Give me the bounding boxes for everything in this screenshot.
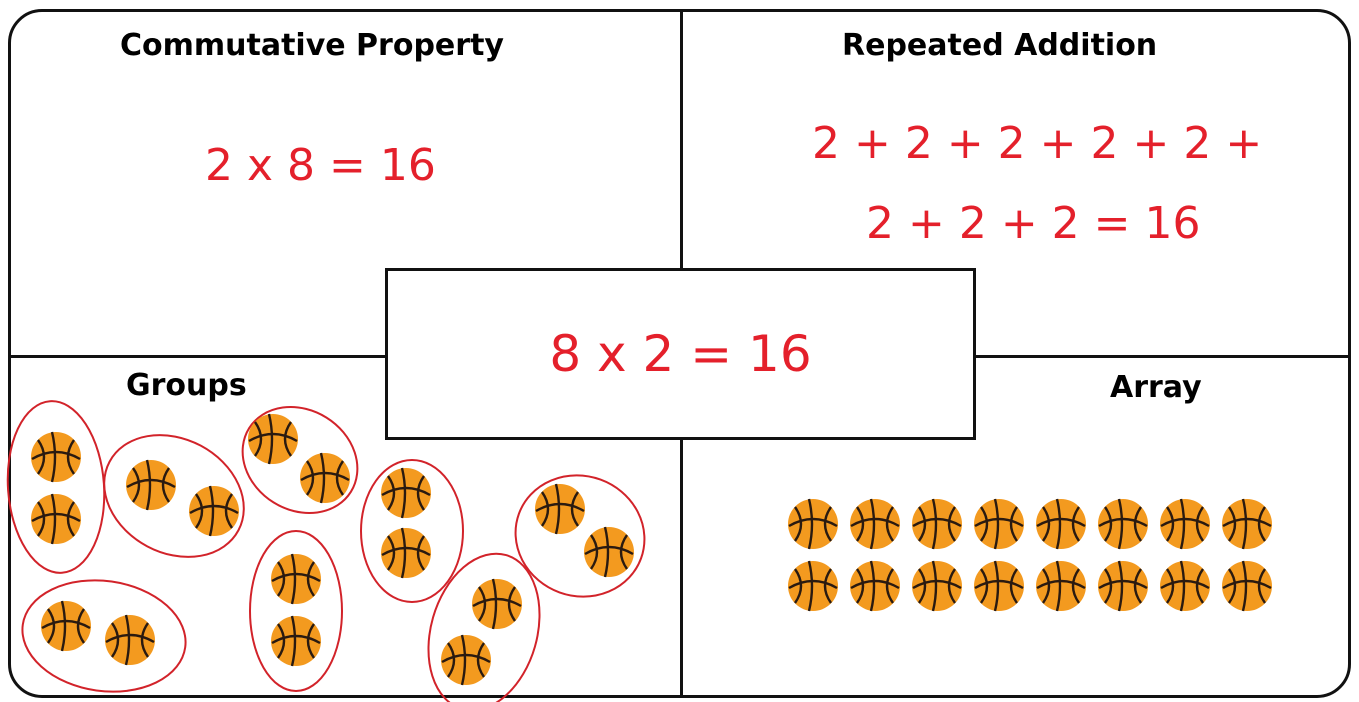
basketball-icon — [39, 599, 93, 653]
basketball-icon — [29, 430, 83, 484]
basketball-icon — [848, 559, 902, 613]
basketball-icon — [187, 484, 241, 538]
basketball-icon — [470, 577, 524, 631]
group-outline — [241, 406, 359, 514]
groups-title: Groups — [126, 368, 247, 403]
basketball-icon — [1096, 497, 1150, 551]
basketball-icon — [910, 559, 964, 613]
basketball-icon — [246, 412, 300, 466]
basketball-icon — [786, 497, 840, 551]
group-outline — [6, 400, 106, 574]
basketball-icon — [1034, 559, 1088, 613]
basketball-icon — [1220, 559, 1274, 613]
basketball-icon — [1034, 497, 1088, 551]
basketball-icon — [1220, 497, 1274, 551]
group-outline — [103, 434, 245, 558]
group-outline — [514, 474, 646, 598]
basketball-icon — [582, 525, 636, 579]
commutative-equation: 2 x 8 = 16 — [205, 140, 436, 191]
basketball-icon — [269, 552, 323, 606]
basketball-icon — [533, 482, 587, 536]
basketball-icon — [1158, 559, 1212, 613]
repeated-addition-title: Repeated Addition — [842, 28, 1158, 63]
basketball-icon — [972, 559, 1026, 613]
basketball-icon — [786, 559, 840, 613]
basketball-icon — [910, 497, 964, 551]
group-outline — [21, 579, 187, 693]
basketball-icon — [1096, 559, 1150, 613]
center-equation-box: 8 x 2 = 16 — [385, 268, 976, 440]
commutative-property-title: Commutative Property — [120, 28, 504, 63]
basketball-icon — [269, 614, 323, 668]
repeated-addition-line-2: 2 + 2 + 2 = 16 — [866, 198, 1201, 249]
group-outline — [249, 530, 343, 692]
basketball-icon — [103, 613, 157, 667]
basketball-icon — [1158, 497, 1212, 551]
array-title: Array — [1110, 370, 1202, 405]
basketball-icon — [298, 451, 352, 505]
center-equation: 8 x 2 = 16 — [549, 325, 812, 383]
basketball-icon — [379, 466, 433, 520]
group-outline — [360, 459, 464, 603]
basketball-icon — [439, 633, 493, 687]
basketball-icon — [379, 526, 433, 580]
basketball-icon — [124, 458, 178, 512]
basketball-icon — [29, 492, 83, 546]
basketball-icon — [972, 497, 1026, 551]
basketball-icon — [848, 497, 902, 551]
repeated-addition-line-1: 2 + 2 + 2 + 2 + 2 + — [812, 118, 1263, 169]
group-outline — [427, 552, 541, 702]
